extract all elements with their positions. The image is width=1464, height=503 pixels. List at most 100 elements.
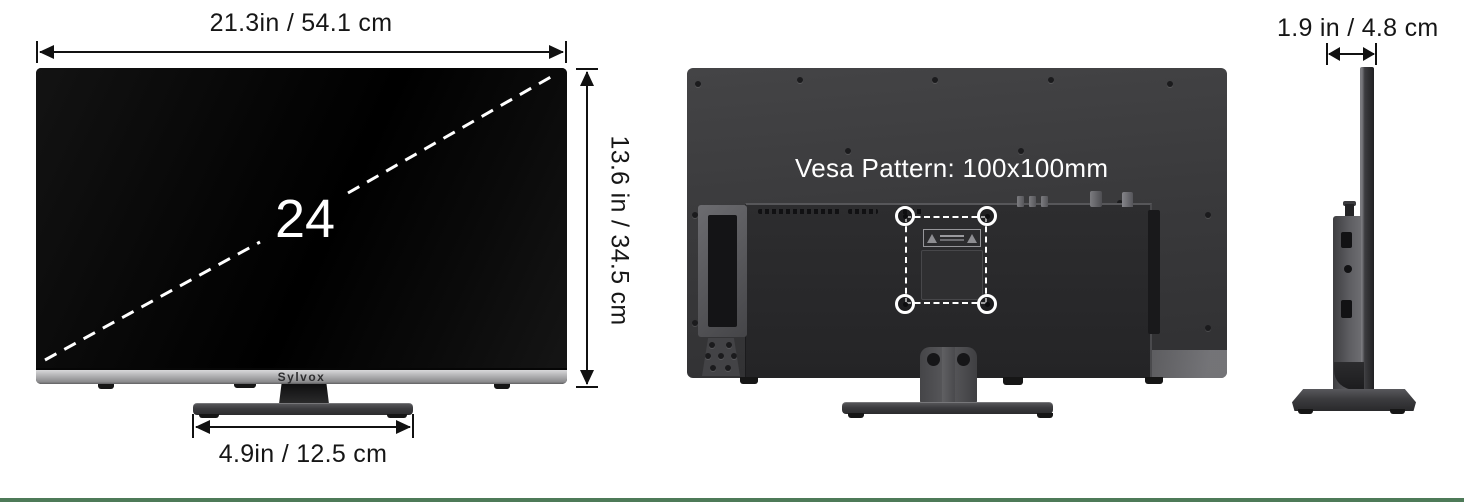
stand-width-dimension-arrow — [192, 414, 414, 438]
front-width-dimension-label: 21.3in / 54.1 cm — [209, 9, 393, 37]
connector-pin — [1017, 196, 1024, 207]
stand-screw-hole — [957, 353, 970, 366]
vesa-pattern-label: Vesa Pattern: 100x100mm — [795, 153, 1109, 183]
stand-width-dimension-label: 4.9in / 12.5 cm — [218, 440, 388, 468]
tv-back-view — [687, 68, 1227, 378]
brand-logo: Sylvox — [277, 370, 326, 384]
tv-foot — [98, 384, 114, 389]
vesa-mount-hole — [977, 206, 997, 226]
front-width-dimension-arrow — [36, 41, 567, 63]
antenna-stub-cap — [1343, 201, 1356, 206]
connector-pin — [1029, 196, 1036, 207]
front-stand-neck — [279, 384, 329, 404]
arrowhead-down-icon — [580, 370, 594, 385]
connector-pin — [1041, 196, 1048, 207]
antenna-connector — [1122, 192, 1133, 207]
dimension-tick — [576, 386, 598, 388]
screw-icon — [1205, 325, 1211, 331]
front-height-dimension-arrow — [576, 68, 598, 388]
back-handle — [698, 205, 747, 337]
screw-icon — [695, 81, 701, 87]
vesa-mount-hole — [895, 206, 915, 226]
warning-triangle-icon — [967, 233, 977, 243]
stand-neck-ridge — [942, 347, 955, 405]
bottom-accent-bar — [0, 498, 1464, 502]
tv-foot — [740, 377, 758, 384]
screw-icon — [845, 148, 851, 154]
screw-icon — [1205, 212, 1211, 218]
screw-icon — [1167, 81, 1173, 87]
arrowhead-right-icon — [396, 420, 411, 434]
io-recess — [1148, 210, 1160, 334]
dimension-line — [40, 51, 563, 53]
stand-foot — [199, 414, 219, 418]
arrowhead-right-icon — [549, 45, 564, 59]
warning-triangle-icon — [927, 233, 937, 243]
stand-foot — [1298, 409, 1313, 414]
dimension-tick — [1326, 43, 1328, 65]
cable-clip — [1003, 377, 1023, 385]
stand-screw-hole — [927, 353, 940, 366]
control-button — [705, 353, 711, 359]
side-stand-base — [1292, 389, 1416, 411]
control-button — [731, 353, 737, 359]
tv-foot — [494, 384, 510, 389]
vesa-cover-plate — [921, 250, 983, 300]
stand-foot — [848, 413, 864, 418]
control-buttons-pad — [702, 338, 740, 376]
screw-icon — [692, 320, 698, 326]
vesa-mount-hole — [977, 294, 997, 314]
screw-icon — [797, 77, 803, 83]
antenna-connector — [1090, 191, 1102, 207]
front-stand-base — [193, 403, 413, 415]
diagonal-dashed-line — [44, 72, 557, 362]
back-stand-base — [842, 402, 1053, 414]
dimension-line — [1329, 53, 1374, 55]
handle-opening — [708, 215, 737, 327]
screw-icon — [932, 77, 938, 83]
front-height-dimension-label: 13.6 in / 34.5 cm — [605, 135, 634, 326]
antenna-stub — [1345, 204, 1354, 217]
screw-icon — [1048, 77, 1054, 83]
vent-holes — [758, 209, 840, 214]
dimension-line — [586, 72, 588, 384]
control-button — [709, 342, 715, 348]
arrowhead-left-icon — [39, 45, 54, 59]
arrowhead-right-icon — [1363, 47, 1375, 61]
tv-bezel: Sylvox — [36, 368, 567, 384]
side-depth-dimension-label: 1.9 in / 4.8 cm — [1277, 14, 1439, 42]
screw-icon — [692, 212, 698, 218]
tv-foot — [1145, 377, 1163, 384]
arrowhead-left-icon — [1328, 47, 1340, 61]
stand-foot — [1390, 409, 1405, 414]
dimension-tick — [576, 68, 598, 70]
warning-label-sticker — [923, 229, 981, 247]
stand-foot — [1037, 413, 1053, 418]
vesa-mount-hole — [895, 294, 915, 314]
ir-sensor-window — [234, 384, 256, 388]
vesa-pattern-square — [905, 216, 987, 304]
control-button — [710, 365, 716, 371]
dimension-tick — [412, 414, 414, 438]
dimension-tick — [1375, 43, 1377, 65]
dimension-line — [196, 426, 410, 428]
tv-front-view: 24 Sylvox — [36, 68, 567, 384]
tv-side-panel — [1360, 67, 1374, 397]
screw-icon — [1018, 148, 1024, 154]
control-button — [726, 342, 732, 348]
label-text-lines — [940, 233, 964, 243]
arrowhead-up-icon — [580, 71, 594, 86]
audio-jack-port — [1344, 265, 1352, 273]
stand-foot — [387, 414, 407, 418]
vent-holes — [848, 209, 878, 214]
dimension-tick — [36, 41, 38, 63]
control-button — [725, 365, 731, 371]
dimension-tick — [192, 414, 194, 438]
control-button — [718, 353, 724, 359]
dimension-tick — [565, 41, 567, 63]
hdmi-port — [1341, 300, 1352, 318]
screen-size-number: 24 — [274, 189, 336, 249]
side-depth-dimension-arrow — [1326, 43, 1377, 65]
hdmi-port — [1341, 232, 1352, 248]
